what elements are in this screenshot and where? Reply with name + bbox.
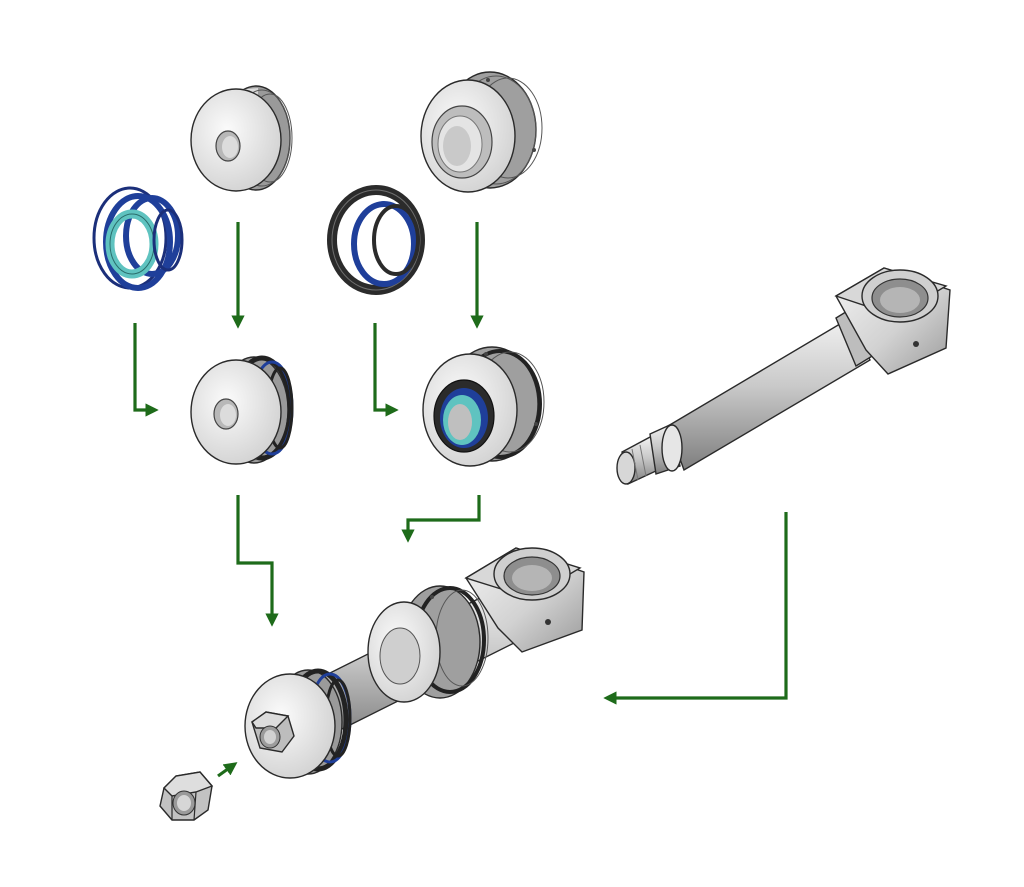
rod-seal-kit-icon	[327, 185, 425, 295]
gland-assembled-icon	[422, 346, 545, 467]
arrow-rod-seals-in	[373, 323, 399, 417]
gland-blank-icon	[420, 71, 543, 193]
rod-assembly-icon	[244, 547, 585, 779]
hex-nut-icon	[159, 771, 214, 821]
arrow-piston-seals-in	[133, 323, 159, 417]
arrow-nut-to-assembly	[217, 762, 238, 778]
piston-seal-kit-icon	[92, 186, 184, 291]
piston-rod-icon	[616, 267, 951, 486]
flow-arrows	[133, 222, 788, 778]
arrow-gland-to-rod	[401, 495, 481, 543]
arrow-piston-to-rod	[236, 495, 279, 627]
piston-assembled-icon	[190, 355, 294, 465]
arrow-rod-to-assembly	[603, 512, 788, 705]
piston-blank-icon	[190, 85, 293, 192]
